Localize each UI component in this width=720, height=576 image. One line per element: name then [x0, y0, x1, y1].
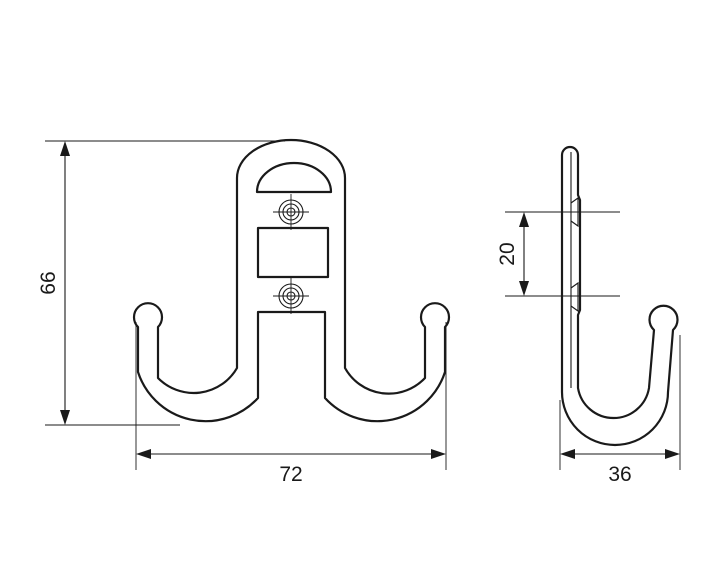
side-view-hook: [560, 145, 679, 447]
depth-dimension-label: 36: [608, 463, 631, 486]
top-slot-cutout: [255, 161, 333, 194]
lower-countersink: [570, 281, 579, 313]
width-dimension-label: 72: [279, 463, 302, 486]
center-window: [256, 226, 330, 279]
lower-screw-hole: [273, 278, 309, 314]
screw-spacing-label: 20: [496, 242, 519, 265]
hook-outer-contour: [132, 138, 451, 423]
dimension-screw-spacing: 20: [496, 211, 620, 297]
height-dimension-label: 66: [37, 271, 60, 294]
hook-side-contour: [560, 145, 679, 447]
dimension-height: 66: [37, 140, 285, 426]
front-view-hook: [132, 138, 451, 423]
dimension-width: 72: [135, 322, 447, 486]
dimension-depth: 36: [559, 335, 681, 486]
upper-screw-hole: [273, 194, 309, 230]
